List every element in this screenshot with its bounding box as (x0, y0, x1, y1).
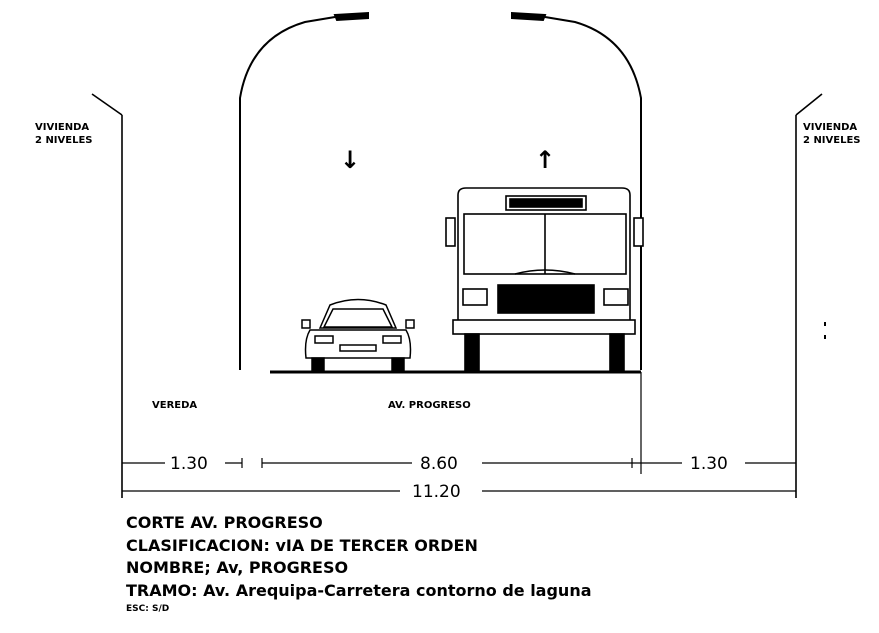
bus-sign-text (509, 198, 583, 208)
bus-mirror-right (633, 217, 644, 247)
dimension-roadway: 8.60 (420, 454, 458, 474)
bus-front-view (445, 187, 644, 371)
car-headlight-right (382, 335, 402, 344)
caption-name: NOMBRE; Av, PROGRESO (126, 558, 349, 577)
left-building-label-line1: VIVIENDA (35, 122, 89, 133)
sidewalk-label: VEREDA (152, 400, 197, 411)
left-street-lamp (239, 11, 369, 370)
right-building (795, 93, 823, 498)
bus-wheel-left (464, 333, 480, 371)
right-roof-line (795, 93, 823, 116)
car-headlight-left (314, 335, 334, 344)
bus-wheel-right (609, 333, 625, 371)
car-mirror-left (301, 319, 311, 329)
left-building-label-line2: 2 NIVELES (35, 135, 93, 146)
dimension-left-sidewalk: 1.30 (170, 454, 208, 474)
car-windshield (322, 308, 394, 328)
bus-headlight-right (603, 288, 629, 306)
left-building (91, 93, 123, 498)
caption-section: TRAMO: Av. Arequipa-Carretera contorno d… (126, 580, 592, 600)
car-grille (339, 344, 377, 352)
right-building-label-line1: VIVIENDA (803, 122, 857, 133)
caption-scale: ESC: S/D (126, 604, 170, 614)
bus-bumper (452, 319, 636, 335)
right-lamp-head (511, 11, 547, 22)
car-body (304, 329, 412, 359)
arrow-up-icon: ↑ (535, 146, 555, 174)
car-mirror-right (405, 319, 415, 329)
right-lamp-pole (544, 16, 642, 370)
left-lamp-pole (239, 16, 336, 370)
right-street-lamp (511, 11, 642, 370)
caption-title: CORTE AV. PROGRESO (126, 513, 323, 532)
car-front-view (301, 298, 415, 372)
section-caption: CORTE AV. PROGRESO CLASIFICACION: vIA DE… (126, 512, 592, 616)
left-roof-line (91, 93, 123, 116)
caption-classification: CLASIFICACION: vIA DE TERCER ORDEN (126, 535, 478, 555)
bus-wipers (514, 269, 576, 275)
dimension-lines (122, 372, 796, 492)
bus-grille (497, 284, 595, 314)
right-building-label-line2: 2 NIVELES (803, 135, 861, 146)
road-label: AV. PROGRESO (388, 400, 471, 411)
car-wheel-right (391, 357, 405, 372)
dimension-total: 11.20 (412, 482, 461, 502)
bus-headlight-left (462, 288, 488, 306)
dimension-right-sidewalk: 1.30 (690, 454, 728, 474)
left-lamp-head (333, 11, 369, 22)
bus-mirror-left (445, 217, 456, 247)
arrow-down-icon: ↓ (340, 146, 360, 174)
car-wheel-left (311, 357, 325, 372)
